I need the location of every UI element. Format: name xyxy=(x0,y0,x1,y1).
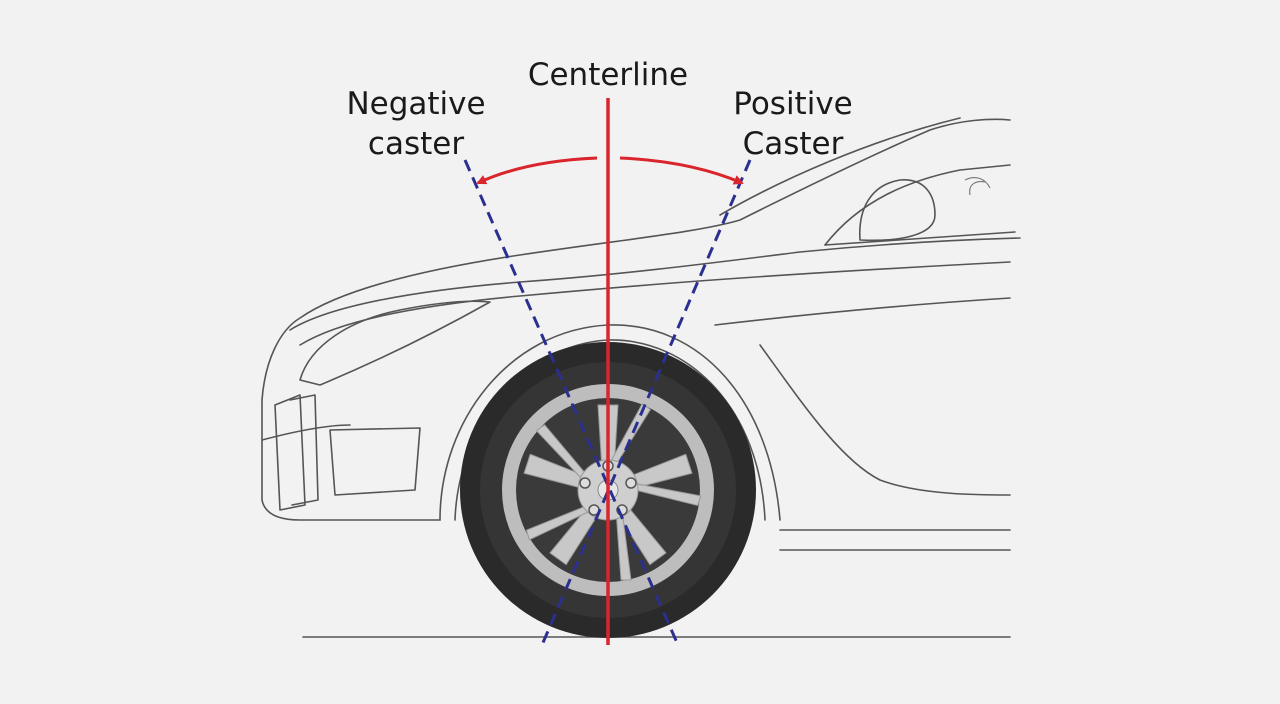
negative-arrow-icon xyxy=(476,156,598,185)
centerline-label: Centerline xyxy=(528,57,688,93)
negative-caster-line xyxy=(463,159,680,646)
positive-arrow-icon xyxy=(619,156,744,185)
wheel xyxy=(460,342,756,638)
positive-caster-line xyxy=(540,159,752,646)
positive-caster-label-line2: Caster xyxy=(743,126,844,162)
negative-caster-label-line1: Negative xyxy=(346,86,485,122)
negative-caster-label-line2: caster xyxy=(368,126,464,162)
positive-caster-label-line1: Positive xyxy=(733,86,853,122)
